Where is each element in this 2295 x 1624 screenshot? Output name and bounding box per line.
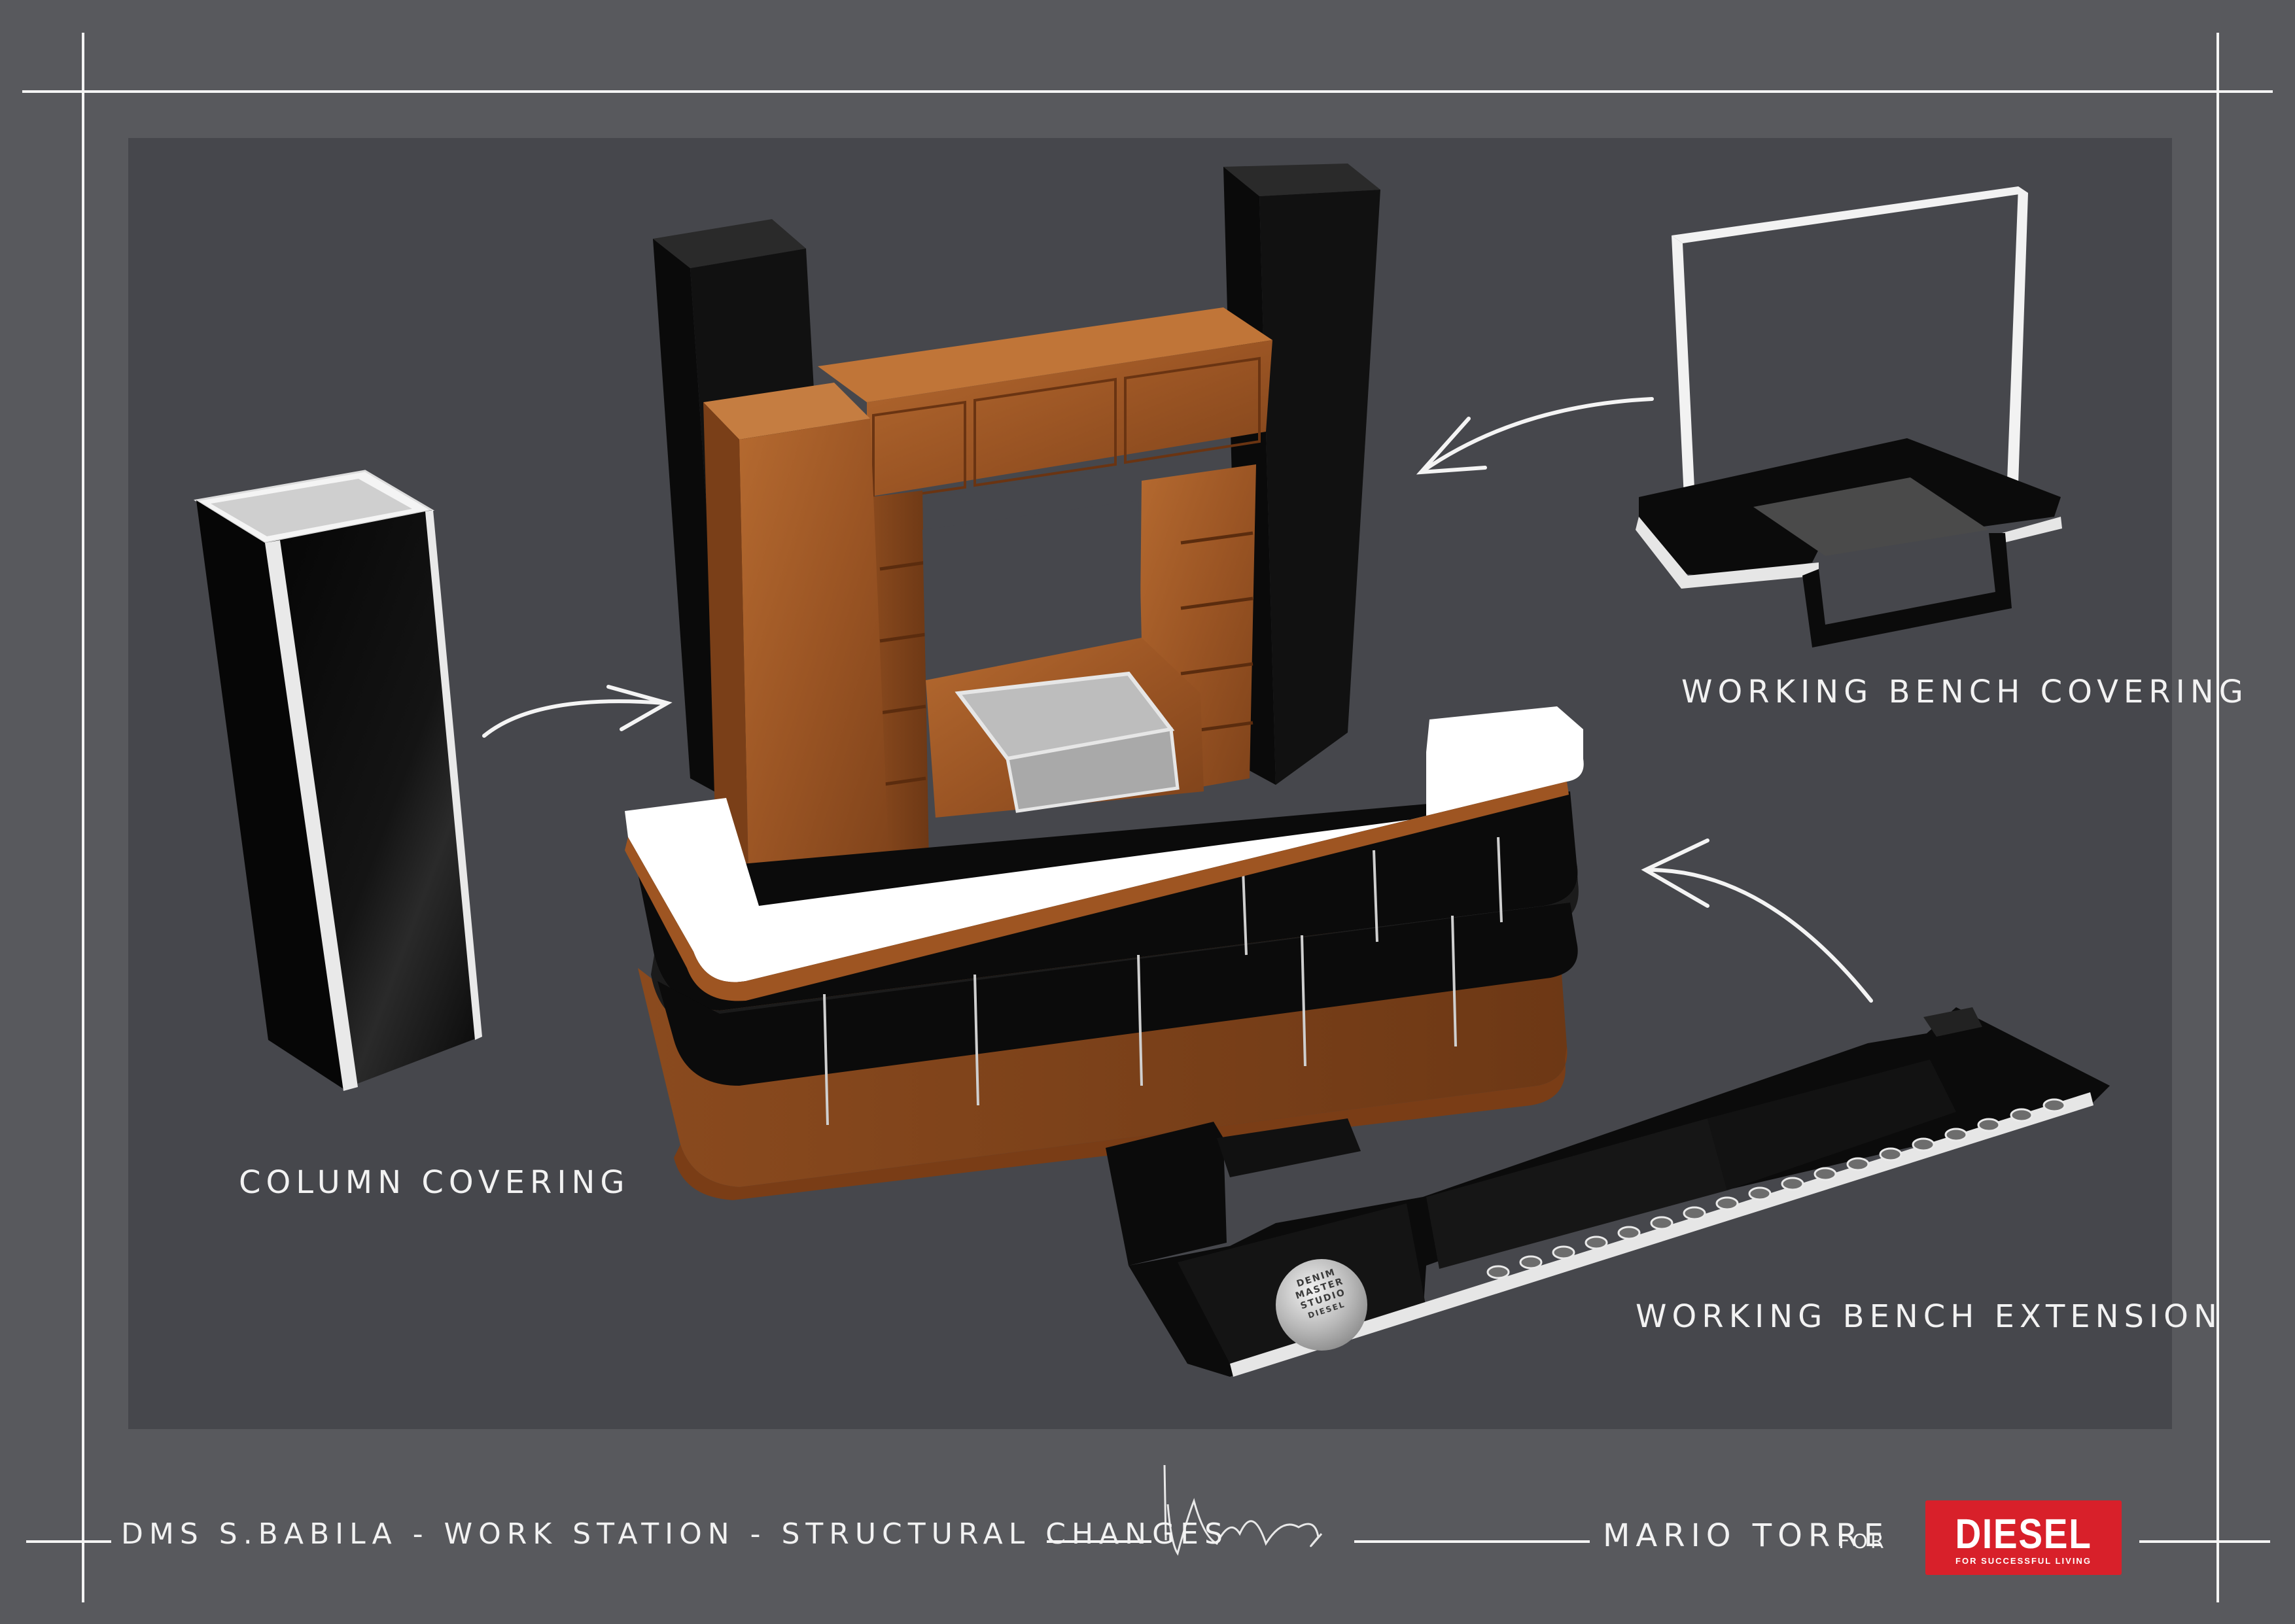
frame-bottom-end-line [2139, 1540, 2270, 1543]
frame-left-line [82, 33, 84, 1602]
working-bench-extension-label: WORKING BENCH EXTENSION [1636, 1298, 2222, 1335]
footer-author: MARIO TORRE [1603, 1517, 1889, 1554]
arrow-bench-covering [1421, 397, 1654, 473]
arrow-column-head [606, 685, 673, 731]
frame-bottom-left-line [26, 1540, 111, 1543]
arrow-bench-extension-head [1641, 838, 1709, 908]
arrow-bench-covering-head [1416, 417, 1487, 475]
working-bench-covering-illustration [1636, 186, 2062, 648]
frame-bottom-mid-line [1047, 1540, 1151, 1543]
denim-master-studio-badge [1276, 1259, 1367, 1351]
working-bench-extension-illustration [1106, 1007, 2110, 1377]
frame-right-line [2216, 33, 2219, 1602]
diesel-logo-brand: DIESEL [1955, 1510, 2092, 1557]
working-bench-covering-label: WORKING BENCH COVERING [1681, 674, 2249, 710]
arrows [482, 397, 1873, 1003]
signature [1163, 1464, 1323, 1556]
arrow-bench-extension [1647, 868, 1873, 1003]
column-covering-illustration [193, 470, 482, 1091]
workstation-illustration [625, 164, 1584, 1200]
footer-title: DMS S.BABILA - WORK STATION - STRUCTURAL… [121, 1517, 1229, 1551]
footer-for-word: FOR [1838, 1530, 1887, 1553]
frame-bottom-mid2-line [1354, 1540, 1590, 1543]
arrow-column [482, 699, 666, 738]
column-covering-label: COLUMN COVERING [239, 1164, 630, 1201]
frame-top-line [22, 90, 2273, 93]
diesel-logo: DIESEL FOR SUCCESSFUL LIVING [1925, 1500, 2122, 1575]
diesel-logo-tagline: FOR SUCCESSFUL LIVING [1955, 1556, 2092, 1566]
